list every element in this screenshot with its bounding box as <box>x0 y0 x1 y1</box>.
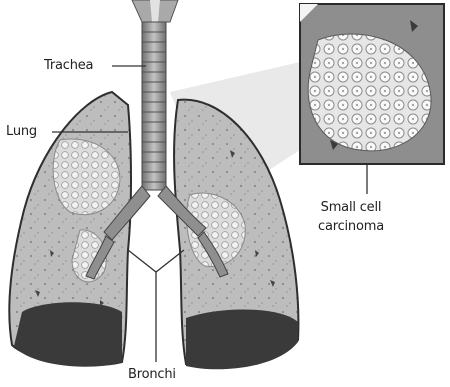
small-cell-carcinoma-label: Small cell carcinoma <box>318 198 384 236</box>
carcinoma-label-line2: carcinoma <box>318 217 384 236</box>
carcinoma-label-line1: Small cell <box>318 198 384 217</box>
trachea <box>142 22 166 190</box>
larynx <box>132 0 178 22</box>
lung-label: Lung <box>6 124 37 139</box>
carcinoma-inset <box>300 4 444 164</box>
trachea-label: Trachea <box>44 58 93 73</box>
bronchi-label: Bronchi <box>128 367 176 382</box>
